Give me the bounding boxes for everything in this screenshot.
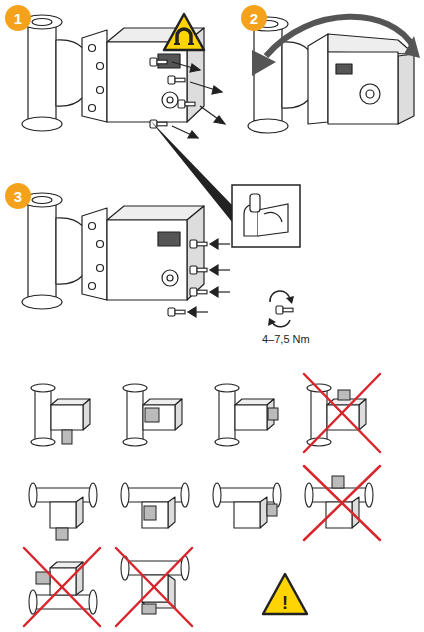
callout-number: 1 [14, 11, 22, 26]
magnet-warning [164, 14, 204, 50]
step-number: 2 [241, 5, 267, 31]
step-number: 1 [5, 5, 31, 31]
step-number: 3 [5, 183, 31, 209]
pump-step-2 [248, 17, 420, 133]
warning-mark: ! [282, 594, 288, 612]
mounting-positions [24, 374, 380, 626]
torque-icon [268, 291, 294, 327]
warning-triangle [263, 574, 307, 614]
callout-number: 3 [14, 189, 22, 204]
torque-value: 4–7,5 Nm [262, 334, 310, 345]
pump-step-3 [22, 193, 294, 327]
callout-number: 2 [250, 11, 258, 26]
pump-step-1 [22, 15, 225, 138]
